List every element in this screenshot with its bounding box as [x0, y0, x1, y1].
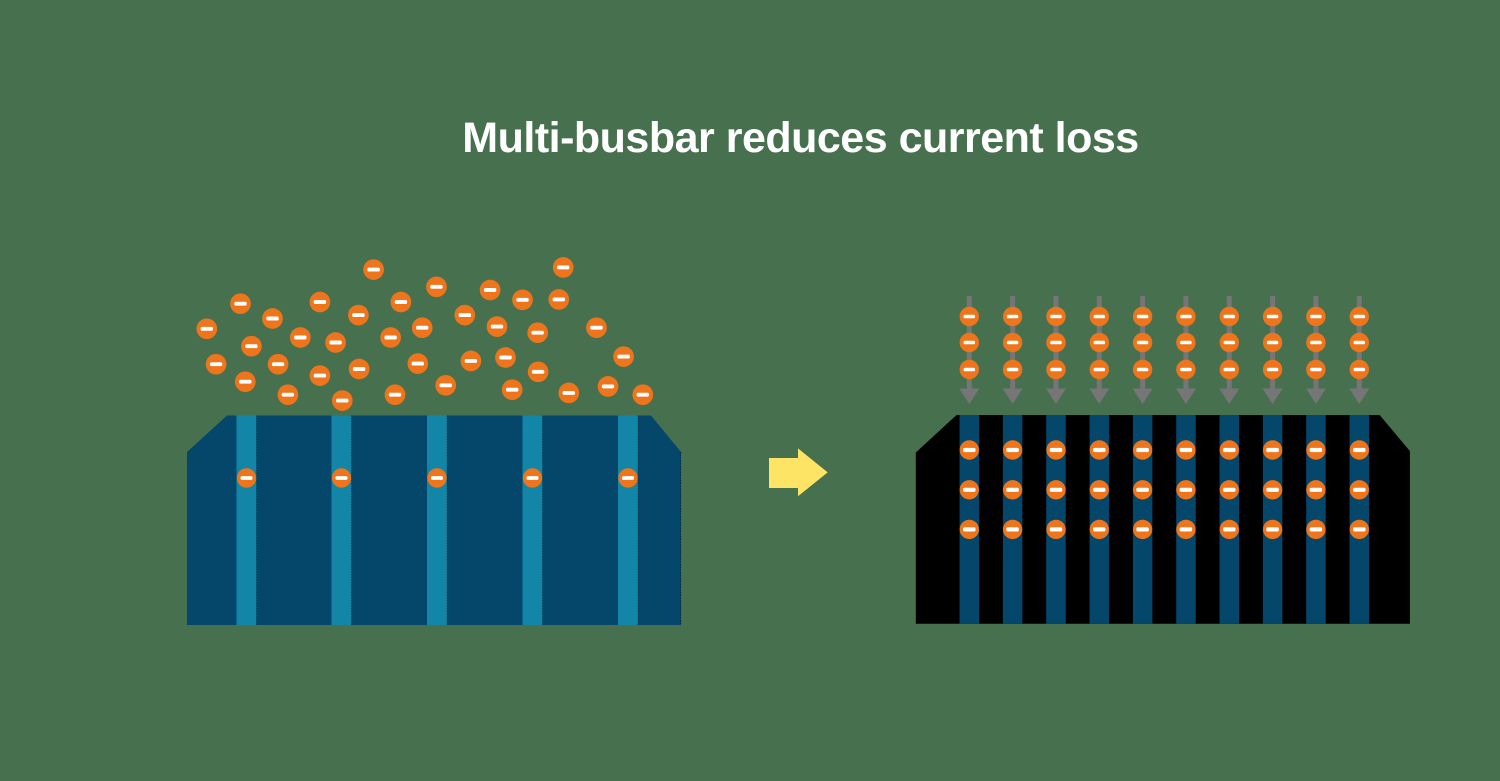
- svg-text:Multi-busbar reduces current l: Multi-busbar reduces current loss: [462, 114, 1138, 162]
